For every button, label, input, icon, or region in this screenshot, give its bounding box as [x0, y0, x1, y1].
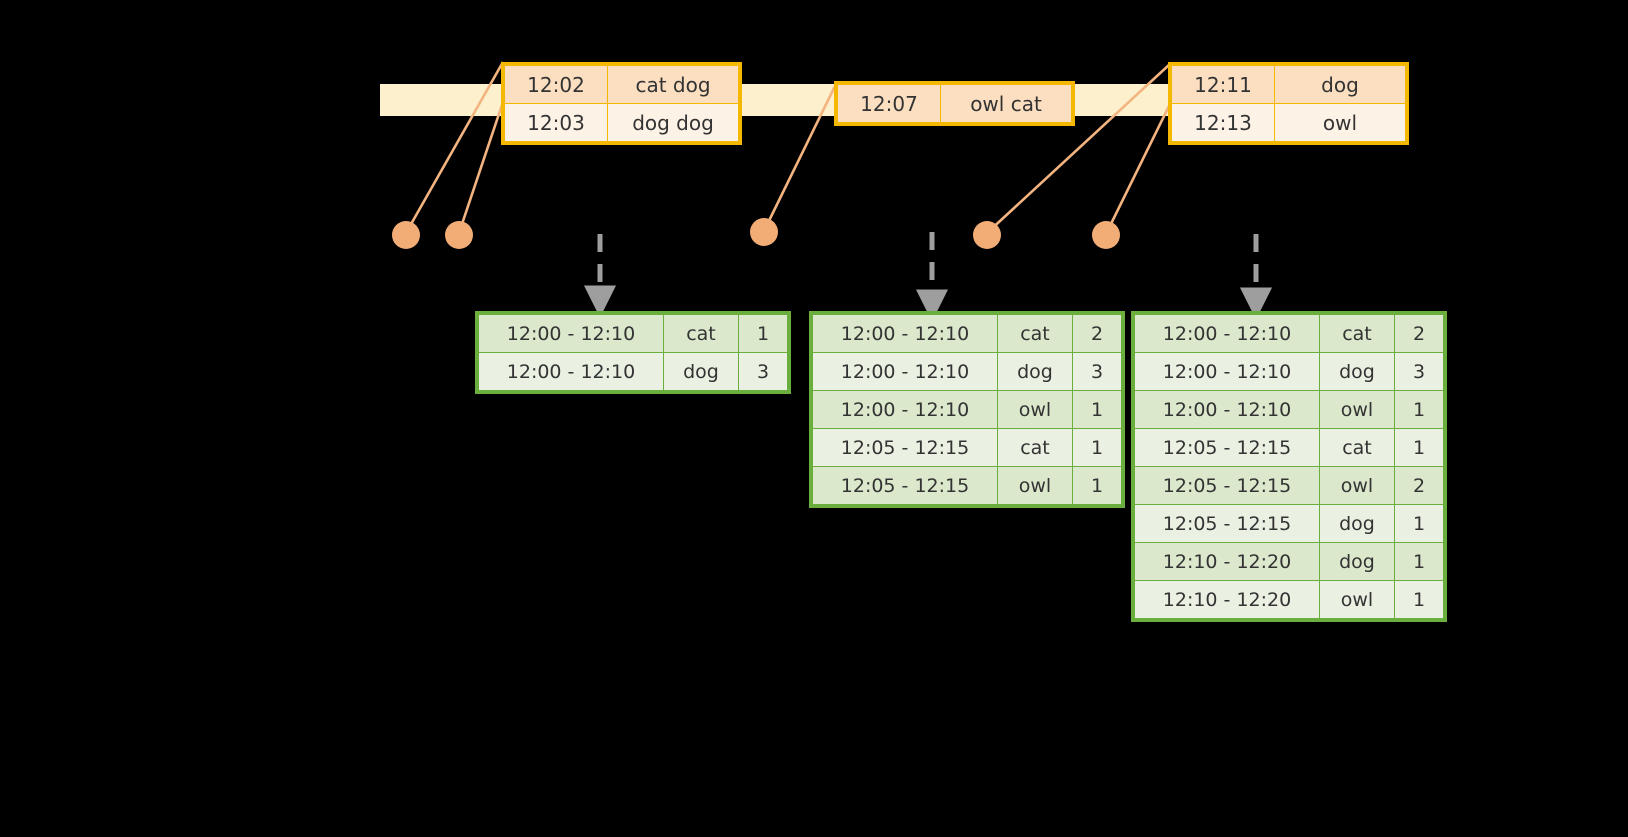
table-row[interactable]: 12:05 - 12:15 cat 1	[812, 428, 1122, 467]
table-row[interactable]: 12:00 - 12:10 owl 1	[1134, 390, 1444, 429]
result-window: 12:00 - 12:10	[478, 314, 664, 353]
result-window: 12:10 - 12:20	[1134, 542, 1320, 581]
trigger-dot-2	[445, 221, 473, 249]
event-group-3[interactable]: 12:11 dog 12:13 owl	[1168, 62, 1409, 145]
table-row[interactable]: 12:10 - 12:20 owl 1	[1134, 580, 1444, 619]
emit-arrow-2	[915, 232, 949, 322]
table-row[interactable]: 12:00 - 12:10 cat 2	[812, 314, 1122, 353]
result-word: owl	[1319, 390, 1395, 429]
result-window: 12:00 - 12:10	[1134, 314, 1320, 353]
result-count: 2	[1394, 466, 1444, 505]
event-words: owl	[1274, 103, 1406, 142]
emit-arrow-1	[583, 234, 617, 318]
result-window: 12:00 - 12:10	[812, 352, 998, 391]
result-word: cat	[997, 314, 1073, 353]
result-count: 1	[1394, 580, 1444, 619]
result-word: dog	[997, 352, 1073, 391]
result-word: dog	[1319, 542, 1395, 581]
table-row[interactable]: 12:00 - 12:10 cat 2	[1134, 314, 1444, 353]
event-time: 12:11	[1171, 65, 1275, 104]
result-count: 2	[1394, 314, 1444, 353]
event-time: 12:07	[837, 84, 941, 123]
result-window: 12:05 - 12:15	[1134, 428, 1320, 467]
result-count: 3	[1394, 352, 1444, 391]
event-words: dog	[1274, 65, 1406, 104]
emit-arrow-3	[1239, 234, 1273, 320]
event-row[interactable]: 12:02 cat dog	[504, 65, 739, 104]
result-word: cat	[997, 428, 1073, 467]
trigger-dot-5	[1092, 221, 1120, 249]
table-row[interactable]: 12:00 - 12:10 dog 3	[1134, 352, 1444, 391]
emit-arrows	[583, 232, 1273, 322]
event-words: cat dog	[607, 65, 739, 104]
table-row[interactable]: 12:05 - 12:15 dog 1	[1134, 504, 1444, 543]
result-count: 1	[1394, 428, 1444, 467]
result-word: dog	[1319, 504, 1395, 543]
result-count: 1	[1394, 542, 1444, 581]
result-count: 1	[1394, 390, 1444, 429]
result-window: 12:00 - 12:10	[478, 352, 664, 391]
result-count: 1	[1394, 504, 1444, 543]
event-time: 12:13	[1171, 103, 1275, 142]
result-window: 12:05 - 12:15	[1134, 466, 1320, 505]
result-count: 1	[1072, 428, 1122, 467]
table-row[interactable]: 12:00 - 12:10 owl 1	[812, 390, 1122, 429]
event-time: 12:02	[504, 65, 608, 104]
result-window: 12:00 - 12:10	[812, 390, 998, 429]
table-row[interactable]: 12:00 - 12:10 cat 1	[478, 314, 788, 353]
result-word: cat	[1319, 314, 1395, 353]
result-count: 1	[1072, 466, 1122, 505]
table-row[interactable]: 12:05 - 12:15 owl 1	[812, 466, 1122, 505]
result-word: owl	[1319, 466, 1395, 505]
result-count: 1	[1072, 390, 1122, 429]
event-time: 12:03	[504, 103, 608, 142]
trigger-dot-4	[973, 221, 1001, 249]
event-group-2[interactable]: 12:07 owl cat	[834, 81, 1075, 126]
result-word: owl	[1319, 580, 1395, 619]
event-row[interactable]: 12:13 owl	[1171, 103, 1406, 142]
result-window: 12:05 - 12:15	[1134, 504, 1320, 543]
result-table-3[interactable]: 12:00 - 12:10 cat 2 12:00 - 12:10 dog 3 …	[1131, 311, 1447, 622]
table-row[interactable]: 12:05 - 12:15 owl 2	[1134, 466, 1444, 505]
table-row[interactable]: 12:05 - 12:15 cat 1	[1134, 428, 1444, 467]
result-word: owl	[997, 466, 1073, 505]
result-word: dog	[663, 352, 739, 391]
result-word: cat	[1319, 428, 1395, 467]
event-row[interactable]: 12:07 owl cat	[837, 84, 1072, 123]
result-window: 12:00 - 12:10	[1134, 390, 1320, 429]
result-table-2[interactable]: 12:00 - 12:10 cat 2 12:00 - 12:10 dog 3 …	[809, 311, 1125, 508]
event-words: dog dog	[607, 103, 739, 142]
event-row[interactable]: 12:11 dog	[1171, 65, 1406, 104]
event-group-1[interactable]: 12:02 cat dog 12:03 dog dog	[501, 62, 742, 145]
result-count: 2	[1072, 314, 1122, 353]
result-word: dog	[1319, 352, 1395, 391]
table-row[interactable]: 12:10 - 12:20 dog 1	[1134, 542, 1444, 581]
result-count: 3	[1072, 352, 1122, 391]
result-word: owl	[997, 390, 1073, 429]
table-row[interactable]: 12:00 - 12:10 dog 3	[812, 352, 1122, 391]
result-count: 3	[738, 352, 788, 391]
result-word: cat	[663, 314, 739, 353]
result-window: 12:00 - 12:10	[1134, 352, 1320, 391]
result-window: 12:00 - 12:10	[812, 314, 998, 353]
table-row[interactable]: 12:00 - 12:10 dog 3	[478, 352, 788, 391]
result-count: 1	[738, 314, 788, 353]
result-table-1[interactable]: 12:00 - 12:10 cat 1 12:00 - 12:10 dog 3	[475, 311, 791, 394]
trigger-dot-1	[392, 221, 420, 249]
event-words: owl cat	[940, 84, 1072, 123]
trigger-dot-3	[750, 218, 778, 246]
result-window: 12:10 - 12:20	[1134, 580, 1320, 619]
trigger-dots	[392, 218, 1120, 249]
event-row[interactable]: 12:03 dog dog	[504, 103, 739, 142]
result-window: 12:05 - 12:15	[812, 466, 998, 505]
result-window: 12:05 - 12:15	[812, 428, 998, 467]
